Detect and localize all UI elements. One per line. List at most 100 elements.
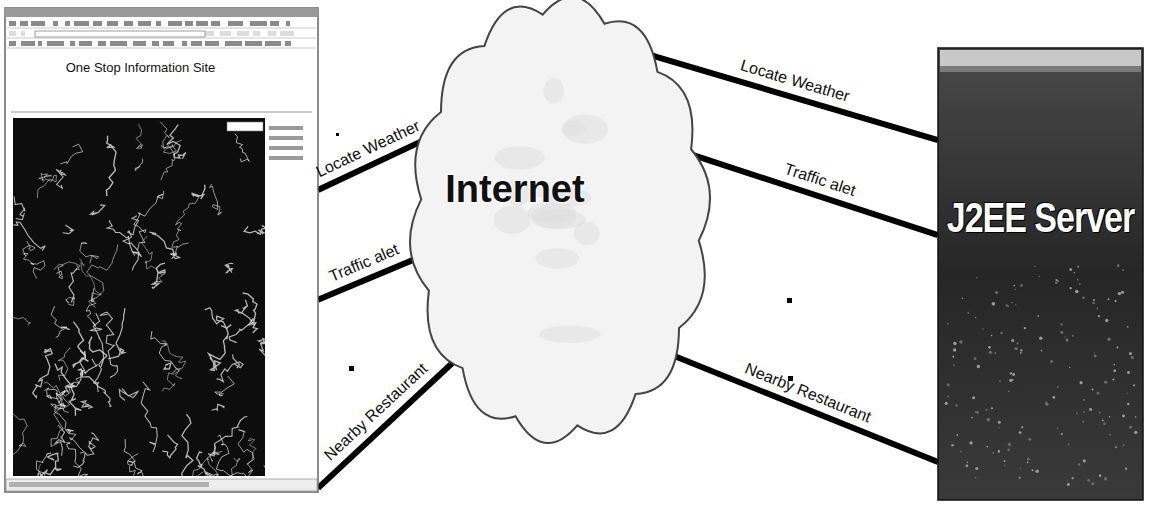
address-bar xyxy=(35,31,205,37)
server-texture xyxy=(1080,381,1083,384)
server-texture xyxy=(1061,433,1063,435)
map-road xyxy=(80,243,99,264)
server-texture xyxy=(1122,269,1124,271)
toolbar-item xyxy=(9,31,16,36)
map-road xyxy=(69,269,77,302)
toolbar-item xyxy=(107,21,118,26)
map-road xyxy=(162,367,178,392)
server-texture xyxy=(985,409,987,411)
server-texture xyxy=(1028,438,1031,441)
server-texture xyxy=(998,450,1001,453)
sidebar-item xyxy=(269,136,303,140)
server-texture xyxy=(1074,272,1076,274)
toolbar-item xyxy=(53,21,58,26)
server-texture xyxy=(1114,300,1116,302)
server-texture xyxy=(967,312,969,314)
server-texture xyxy=(1065,338,1068,341)
toolbar-item xyxy=(205,31,214,36)
cloud-texture xyxy=(562,115,608,144)
toolbar-item xyxy=(65,21,70,26)
server-texture xyxy=(1039,337,1042,340)
map-road xyxy=(217,354,244,381)
toolbar-item xyxy=(79,41,92,46)
window-frame xyxy=(5,8,318,492)
cloud-texture xyxy=(495,146,545,169)
server-top-band xyxy=(940,50,1141,66)
map-road xyxy=(51,306,70,337)
cloud-outline xyxy=(410,0,710,443)
map-detail xyxy=(13,122,265,476)
server-texture xyxy=(1075,290,1079,294)
toolbar-item xyxy=(9,21,16,26)
server-texture xyxy=(975,317,976,318)
server-texture xyxy=(969,441,972,444)
map-road xyxy=(106,136,116,196)
ellipsis-dot xyxy=(788,376,793,381)
server-texture xyxy=(1091,482,1094,485)
server-texture xyxy=(967,461,968,462)
server-texture xyxy=(1087,479,1090,482)
map-road xyxy=(210,184,222,215)
server-texture xyxy=(953,342,957,346)
server-texture xyxy=(1113,369,1116,372)
toolbar-item xyxy=(133,41,146,46)
map-road xyxy=(160,122,175,180)
toolbar-rule xyxy=(7,28,316,29)
server-texture xyxy=(1027,461,1029,463)
server-texture xyxy=(995,291,998,294)
server-texture xyxy=(1105,319,1108,322)
toolbar-item xyxy=(31,21,45,26)
server-texture xyxy=(1007,449,1010,452)
toolbar-item xyxy=(268,31,276,36)
server-texture xyxy=(1069,268,1072,271)
server-texture xyxy=(1078,463,1080,465)
map-road xyxy=(72,322,88,368)
cloud-texture xyxy=(539,326,601,343)
server-texture xyxy=(1099,474,1102,477)
server-texture xyxy=(1060,323,1062,325)
server-texture xyxy=(1098,315,1100,317)
server-texture xyxy=(1072,335,1074,337)
sidebar-item xyxy=(269,126,303,130)
server-texture xyxy=(1097,308,1099,310)
server-texture xyxy=(977,365,980,368)
connector-label: Nearby Restaurant xyxy=(321,360,432,465)
server-texture xyxy=(1064,336,1065,337)
map-road xyxy=(244,226,265,235)
map-road xyxy=(79,259,101,300)
server-texture xyxy=(1125,468,1127,470)
map-road xyxy=(33,349,53,398)
server-texture xyxy=(960,451,962,453)
server-texture xyxy=(1113,364,1115,366)
server-texture xyxy=(955,404,957,406)
server-texture xyxy=(1050,360,1053,363)
map-road xyxy=(55,425,65,456)
node-shape xyxy=(5,8,318,492)
server-texture xyxy=(1108,298,1110,300)
toolbar-item xyxy=(286,21,290,26)
cloud-texture xyxy=(535,248,579,268)
toolbar-item xyxy=(196,21,208,26)
server-texture xyxy=(1012,373,1015,376)
server-texture xyxy=(991,407,993,409)
server-texture xyxy=(1068,443,1070,445)
server-texture xyxy=(1008,391,1010,393)
server-texture xyxy=(972,396,975,399)
map-road xyxy=(81,401,92,409)
header-rule xyxy=(11,112,312,113)
map-road xyxy=(100,312,118,377)
server-texture xyxy=(1121,291,1124,294)
server-texture xyxy=(1117,264,1120,267)
connector-line xyxy=(667,353,938,462)
server-texture xyxy=(1055,279,1057,281)
toolbar-item xyxy=(237,31,249,36)
server-texture xyxy=(953,348,956,351)
map-road xyxy=(63,225,74,234)
connector-line xyxy=(318,359,457,488)
map-road xyxy=(89,337,107,367)
server-texture xyxy=(1089,408,1092,411)
toolbar-item xyxy=(9,41,16,46)
server-texture xyxy=(1010,372,1012,374)
server-texture xyxy=(1067,483,1070,486)
